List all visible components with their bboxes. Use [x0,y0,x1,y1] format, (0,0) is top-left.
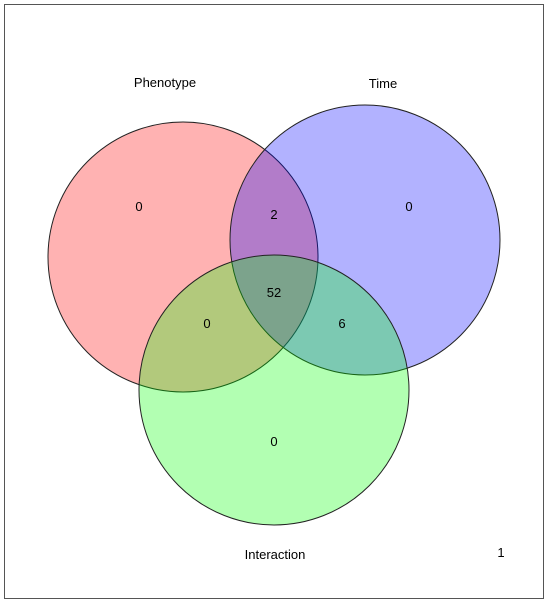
count-phenotype-interaction: 0 [203,316,210,331]
count-phenotype-only: 0 [135,199,142,214]
count-time-only: 0 [405,199,412,214]
count-all-three: 52 [267,285,281,300]
set-label-time: Time [369,76,397,91]
count-none: 1 [497,545,504,560]
set-label-interaction: Interaction [245,547,306,562]
count-interaction-only: 0 [270,434,277,449]
venn-frame [4,4,544,599]
count-phenotype-time: 2 [270,207,277,222]
circle-time [229,104,501,376]
count-time-interaction: 6 [338,316,345,331]
set-label-phenotype: Phenotype [134,75,196,90]
circle-phenotype [47,121,319,393]
circle-interaction [138,254,410,526]
